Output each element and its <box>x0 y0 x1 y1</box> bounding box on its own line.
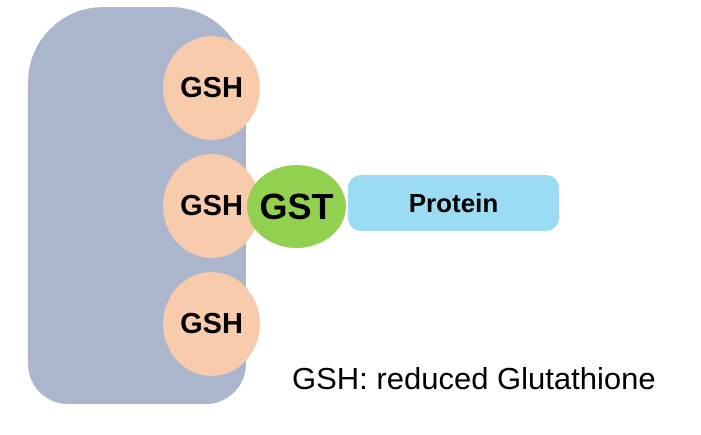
protein-bar: Protein <box>348 175 559 231</box>
protein-label: Protein <box>408 188 499 218</box>
gsh-circle-bottom: GSH <box>163 272 260 376</box>
gsh-circle-top: GSH <box>163 36 260 140</box>
gst-label: GST <box>259 185 334 227</box>
gsh-label-middle: GSH <box>180 189 243 222</box>
gsh-label-bottom: GSH <box>180 307 243 340</box>
gsh-label-top: GSH <box>180 71 243 104</box>
gst-circle: GST <box>247 165 346 248</box>
gsh-circle-middle: GSH <box>163 154 260 258</box>
caption: GSH: reduced Glutathione <box>292 361 656 396</box>
